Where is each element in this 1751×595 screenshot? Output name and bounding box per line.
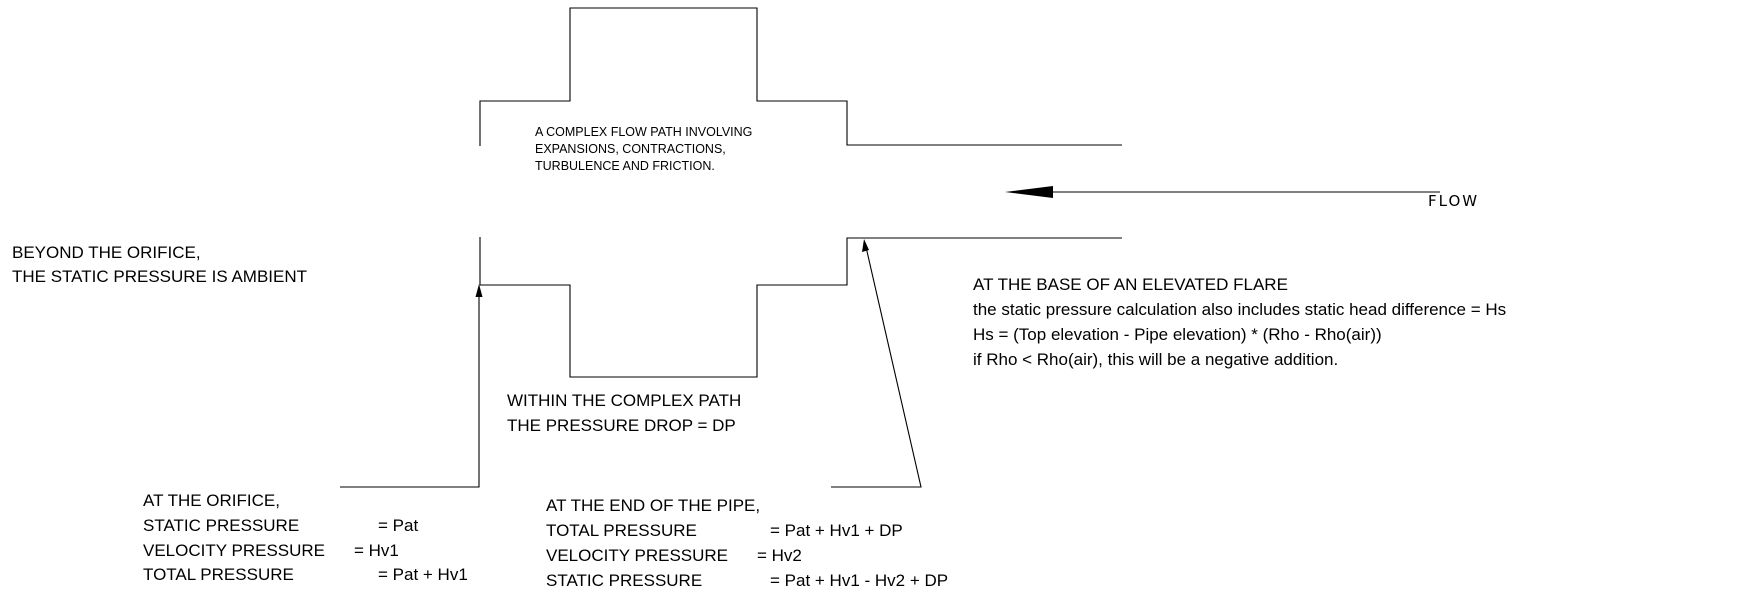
pipe-end-leader-line — [831, 246, 922, 488]
pipe-end-static-eq: = Pat + Hv1 - Hv2 + DP — [770, 571, 948, 590]
orifice-total-label: TOTAL PRESSURE — [143, 565, 294, 584]
orifice-title: AT THE ORIFICE, — [143, 491, 280, 510]
orifice-total-eq: = Pat + Hv1 — [378, 565, 468, 584]
pipe-end-title: AT THE END OF THE PIPE, — [546, 496, 760, 515]
orifice-velocity-label: VELOCITY PRESSURE — [143, 541, 325, 560]
within-path-note: WITHIN THE COMPLEX PATH THE PRESSURE DRO… — [507, 391, 746, 435]
flow-label: FLOW — [1428, 192, 1479, 210]
orifice-static-label: STATIC PRESSURE — [143, 516, 299, 535]
elevated-flare-note: AT THE BASE OF AN ELEVATED FLARE the sta… — [973, 275, 1511, 369]
beyond-orifice-note: BEYOND THE ORIFICE, THE STATIC PRESSURE … — [12, 243, 307, 286]
flow-path-upper-wall — [479, 7, 1122, 146]
pipe-end-leader-arrowhead — [862, 239, 869, 252]
pipe-end-static-label: STATIC PRESSURE — [546, 571, 702, 590]
orifice-leader-line — [340, 292, 480, 488]
complex-path-note: A COMPLEX FLOW PATH INVOLVING EXPANSIONS… — [535, 125, 756, 173]
orifice-static-eq: = Pat — [378, 516, 418, 535]
pipe-end-total-label: TOTAL PRESSURE — [546, 521, 697, 540]
orifice-leader-arrowhead — [475, 284, 483, 297]
pipe-end-velocity-label: VELOCITY PRESSURE — [546, 546, 728, 565]
orifice-velocity-eq: = Hv1 — [354, 541, 399, 560]
pipe-end-velocity-eq: = Hv2 — [757, 546, 802, 565]
pipe-end-total-eq: = Pat + Hv1 + DP — [770, 521, 903, 540]
flow-arrow-head — [1005, 186, 1053, 198]
flow-path-lower-wall — [479, 237, 1122, 378]
